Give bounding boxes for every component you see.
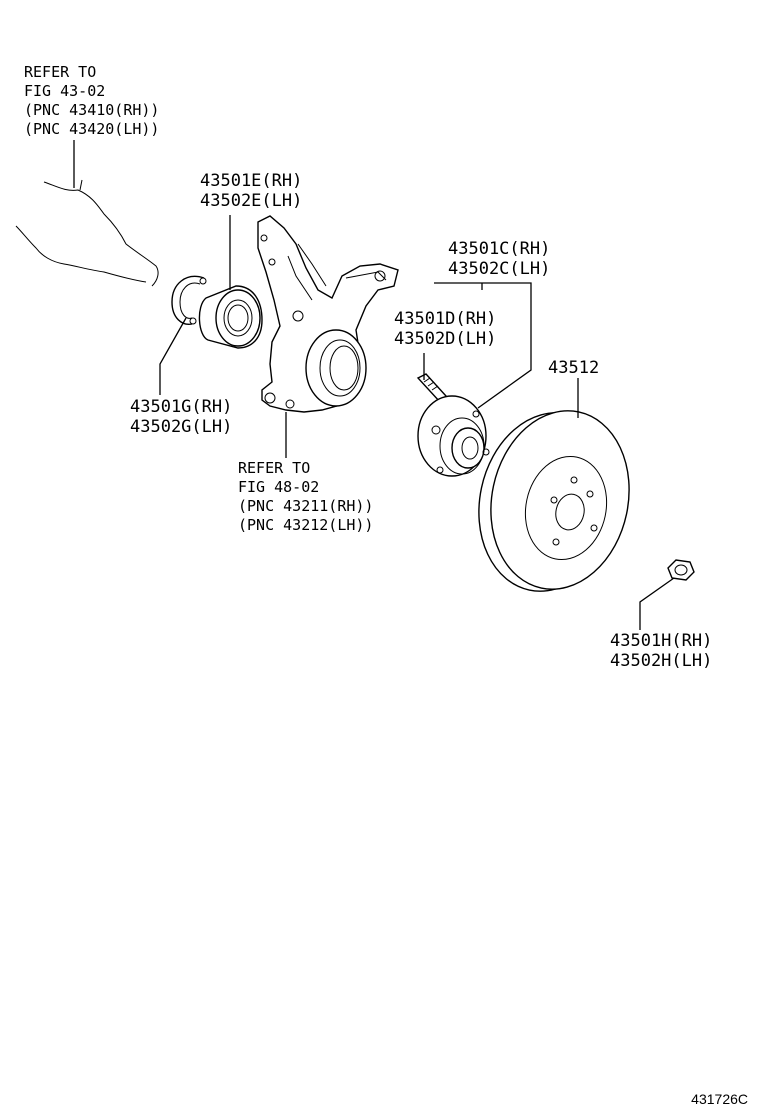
brake-disc-illustration (478, 410, 630, 592)
snap-ring-lh-number: 43502G(LH) (130, 417, 232, 437)
label-hub: 43501C(RH) 43502C(LH) (448, 239, 550, 279)
label-disc: 43512 (548, 358, 599, 378)
driveshaft-ref-line-4: (PNC 43420(LH)) (24, 120, 159, 138)
axle-hub-illustration (417, 395, 490, 477)
driveshaft-ref-line-3: (PNC 43410(RH)) (24, 101, 159, 119)
driveshaft-ref-line-2: FIG 43-02 (24, 82, 105, 100)
label-driveshaft-reference: REFER TO FIG 43-02 (PNC 43410(RH)) (PNC … (24, 63, 159, 138)
label-hub-bolt: 43501D(RH) 43502D(LH) (394, 309, 496, 349)
drive-shaft-illustration (15, 179, 159, 287)
label-nut: 43501H(RH) 43502H(LH) (610, 631, 712, 671)
leader-lines (73, 140, 675, 630)
snap-ring-rh-number: 43501G(RH) (130, 397, 232, 417)
hub-bolt-lh-number: 43502D(LH) (394, 329, 496, 349)
figure-number: 431726C (691, 1091, 748, 1107)
driveshaft-ref-line-1: REFER TO (24, 63, 96, 81)
label-snap-ring: 43501G(RH) 43502G(LH) (130, 397, 232, 437)
knuckle-ref-line-4: (PNC 43212(LH)) (238, 516, 373, 534)
bearing-illustration (198, 285, 263, 349)
disc-number: 43512 (548, 358, 599, 378)
label-knuckle-reference: REFER TO FIG 48-02 (PNC 43211(RH)) (PNC … (238, 459, 373, 534)
knuckle-ref-line-3: (PNC 43211(RH)) (238, 497, 373, 515)
hub-bolt-rh-number: 43501D(RH) (394, 309, 496, 329)
steering-knuckle-illustration (257, 215, 399, 413)
hub-rh-number: 43501C(RH) (448, 239, 550, 259)
knuckle-ref-line-1: REFER TO (238, 459, 310, 477)
nut-lh-number: 43502H(LH) (610, 651, 712, 671)
bearing-rh-number: 43501E(RH) (200, 171, 302, 191)
bearing-lh-number: 43502E(LH) (200, 191, 302, 211)
knuckle-ref-line-2: FIG 48-02 (238, 478, 319, 496)
nut-rh-number: 43501H(RH) (610, 631, 712, 651)
label-bearing: 43501E(RH) 43502E(LH) (200, 171, 302, 211)
hub-nut-illustration (667, 559, 695, 581)
hub-lh-number: 43502C(LH) (448, 259, 550, 279)
